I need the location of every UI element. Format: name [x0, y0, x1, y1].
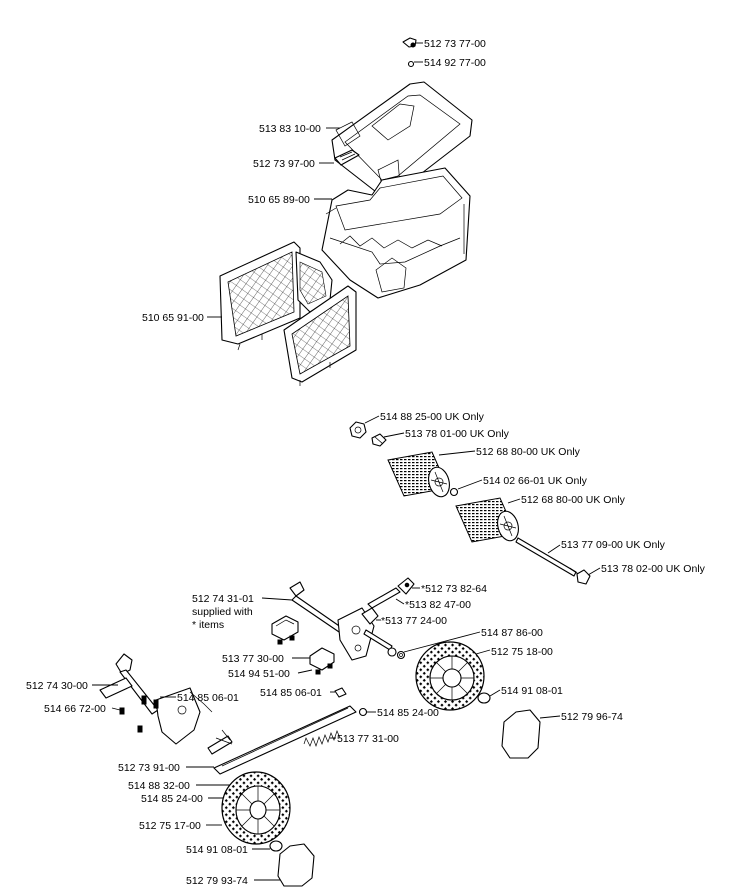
label-514-85-06-a: 514 85 06-01	[177, 692, 239, 704]
label-510-65-89: 510 65 89-00	[248, 194, 310, 206]
nut-part	[349, 421, 367, 439]
hub-cap-part	[477, 692, 491, 704]
mesh-panels-part	[219, 241, 357, 386]
label-514-91-08-a: 514 91 08-01	[501, 685, 563, 697]
hub-cap-part-front	[269, 840, 283, 852]
label-512-68-80-a: 512 68 80-00 UK Only	[476, 446, 581, 458]
label-513-83-10: 513 83 10-00	[259, 123, 321, 135]
bushing-part	[387, 647, 406, 660]
knob-part	[361, 607, 379, 625]
label-512-79-93: 512 79 93-74	[186, 875, 248, 887]
roller-brush-part-2	[455, 497, 519, 543]
label-513-78-01: 513 78 01-00 UK Only	[405, 428, 510, 440]
spacer-bracket-part	[271, 615, 335, 675]
clip-part	[402, 37, 417, 48]
rear-wheel-part	[415, 641, 485, 711]
latch-part	[334, 149, 360, 166]
bag-frame-part	[321, 167, 471, 299]
label-514-92-77: 514 92 77-00	[424, 57, 486, 69]
label-512-75-17: 512 75 17-00	[139, 820, 201, 832]
label-514-02-66: 514 02 66-01 UK Only	[483, 475, 588, 487]
label-514-66-72: 514 66 72-00	[44, 703, 106, 715]
label-513-78-02: 513 78 02-00 UK Only	[601, 563, 706, 575]
lever-part	[367, 577, 415, 609]
grass-bag-assembly	[207, 37, 473, 386]
label-512-73-91: 512 73 91-00	[118, 762, 180, 774]
label-514-85-24-a: 514 85 24-00	[377, 707, 439, 719]
label-510-65-91: 510 65 91-00	[142, 312, 204, 324]
part-number-labels: 512 73 77-00 514 92 77-00 513 83 10-00 5…	[26, 38, 706, 887]
label-514-88-25: 514 88 25-00 UK Only	[380, 411, 485, 423]
label-513-82-47: *513 82 47-00	[405, 599, 471, 611]
label-513-77-24: *513 77 24-00	[381, 615, 447, 627]
label-512-74-31-line3: * items	[192, 619, 224, 631]
label-512-75-18: 512 75 18-00	[491, 646, 553, 658]
label-514-87-86: 514 87 86-00	[481, 627, 543, 639]
label-514-85-06-b: 514 85 06-01	[260, 687, 322, 699]
pin-part-upper	[334, 687, 347, 698]
label-512-74-31-line1: 512 74 31-01	[192, 593, 254, 605]
label-512-73-82: *512 73 82-64	[421, 583, 487, 595]
axle-nut-part	[576, 569, 591, 585]
bearing-part	[371, 433, 387, 447]
label-514-91-08-b: 514 91 08-01	[186, 844, 248, 856]
label-513-77-30: 513 77 30-00	[222, 653, 284, 665]
front-wheel-part	[221, 771, 291, 845]
roller-assembly	[349, 415, 601, 585]
roller-axle-part	[515, 537, 581, 577]
ring-part	[407, 60, 415, 68]
wheel-axle-assembly	[92, 577, 561, 887]
label-512-74-31-line2: supplied with	[192, 606, 253, 618]
hub-cover-part-front	[277, 843, 315, 887]
rear-axle-part	[289, 581, 393, 661]
spring-part	[303, 730, 341, 748]
bag-lid-part	[331, 81, 473, 196]
label-513-77-31: 513 77 31-00	[337, 733, 399, 745]
label-512-74-30: 512 74 30-00	[26, 680, 88, 692]
roller-brush-part	[387, 451, 450, 498]
label-512-73-77: 512 73 77-00	[424, 38, 486, 50]
label-514-85-24-b: 514 85 24-00	[141, 793, 203, 805]
washer-part	[449, 487, 459, 497]
label-514-94-51: 514 94 51-00	[228, 668, 290, 680]
label-512-68-80-b: 512 68 80-00 UK Only	[521, 494, 626, 506]
adjust-rod-part	[207, 705, 357, 775]
washer-part-right	[358, 707, 368, 717]
front-axle-part	[99, 653, 213, 745]
label-513-77-09: 513 77 09-00 UK Only	[561, 539, 666, 551]
label-512-79-96: 512 79 96-74	[561, 711, 623, 723]
label-514-88-32: 514 88 32-00	[128, 780, 190, 792]
hub-cover-part	[501, 709, 541, 759]
label-512-73-97: 512 73 97-00	[253, 158, 315, 170]
pin-parts	[119, 695, 159, 733]
